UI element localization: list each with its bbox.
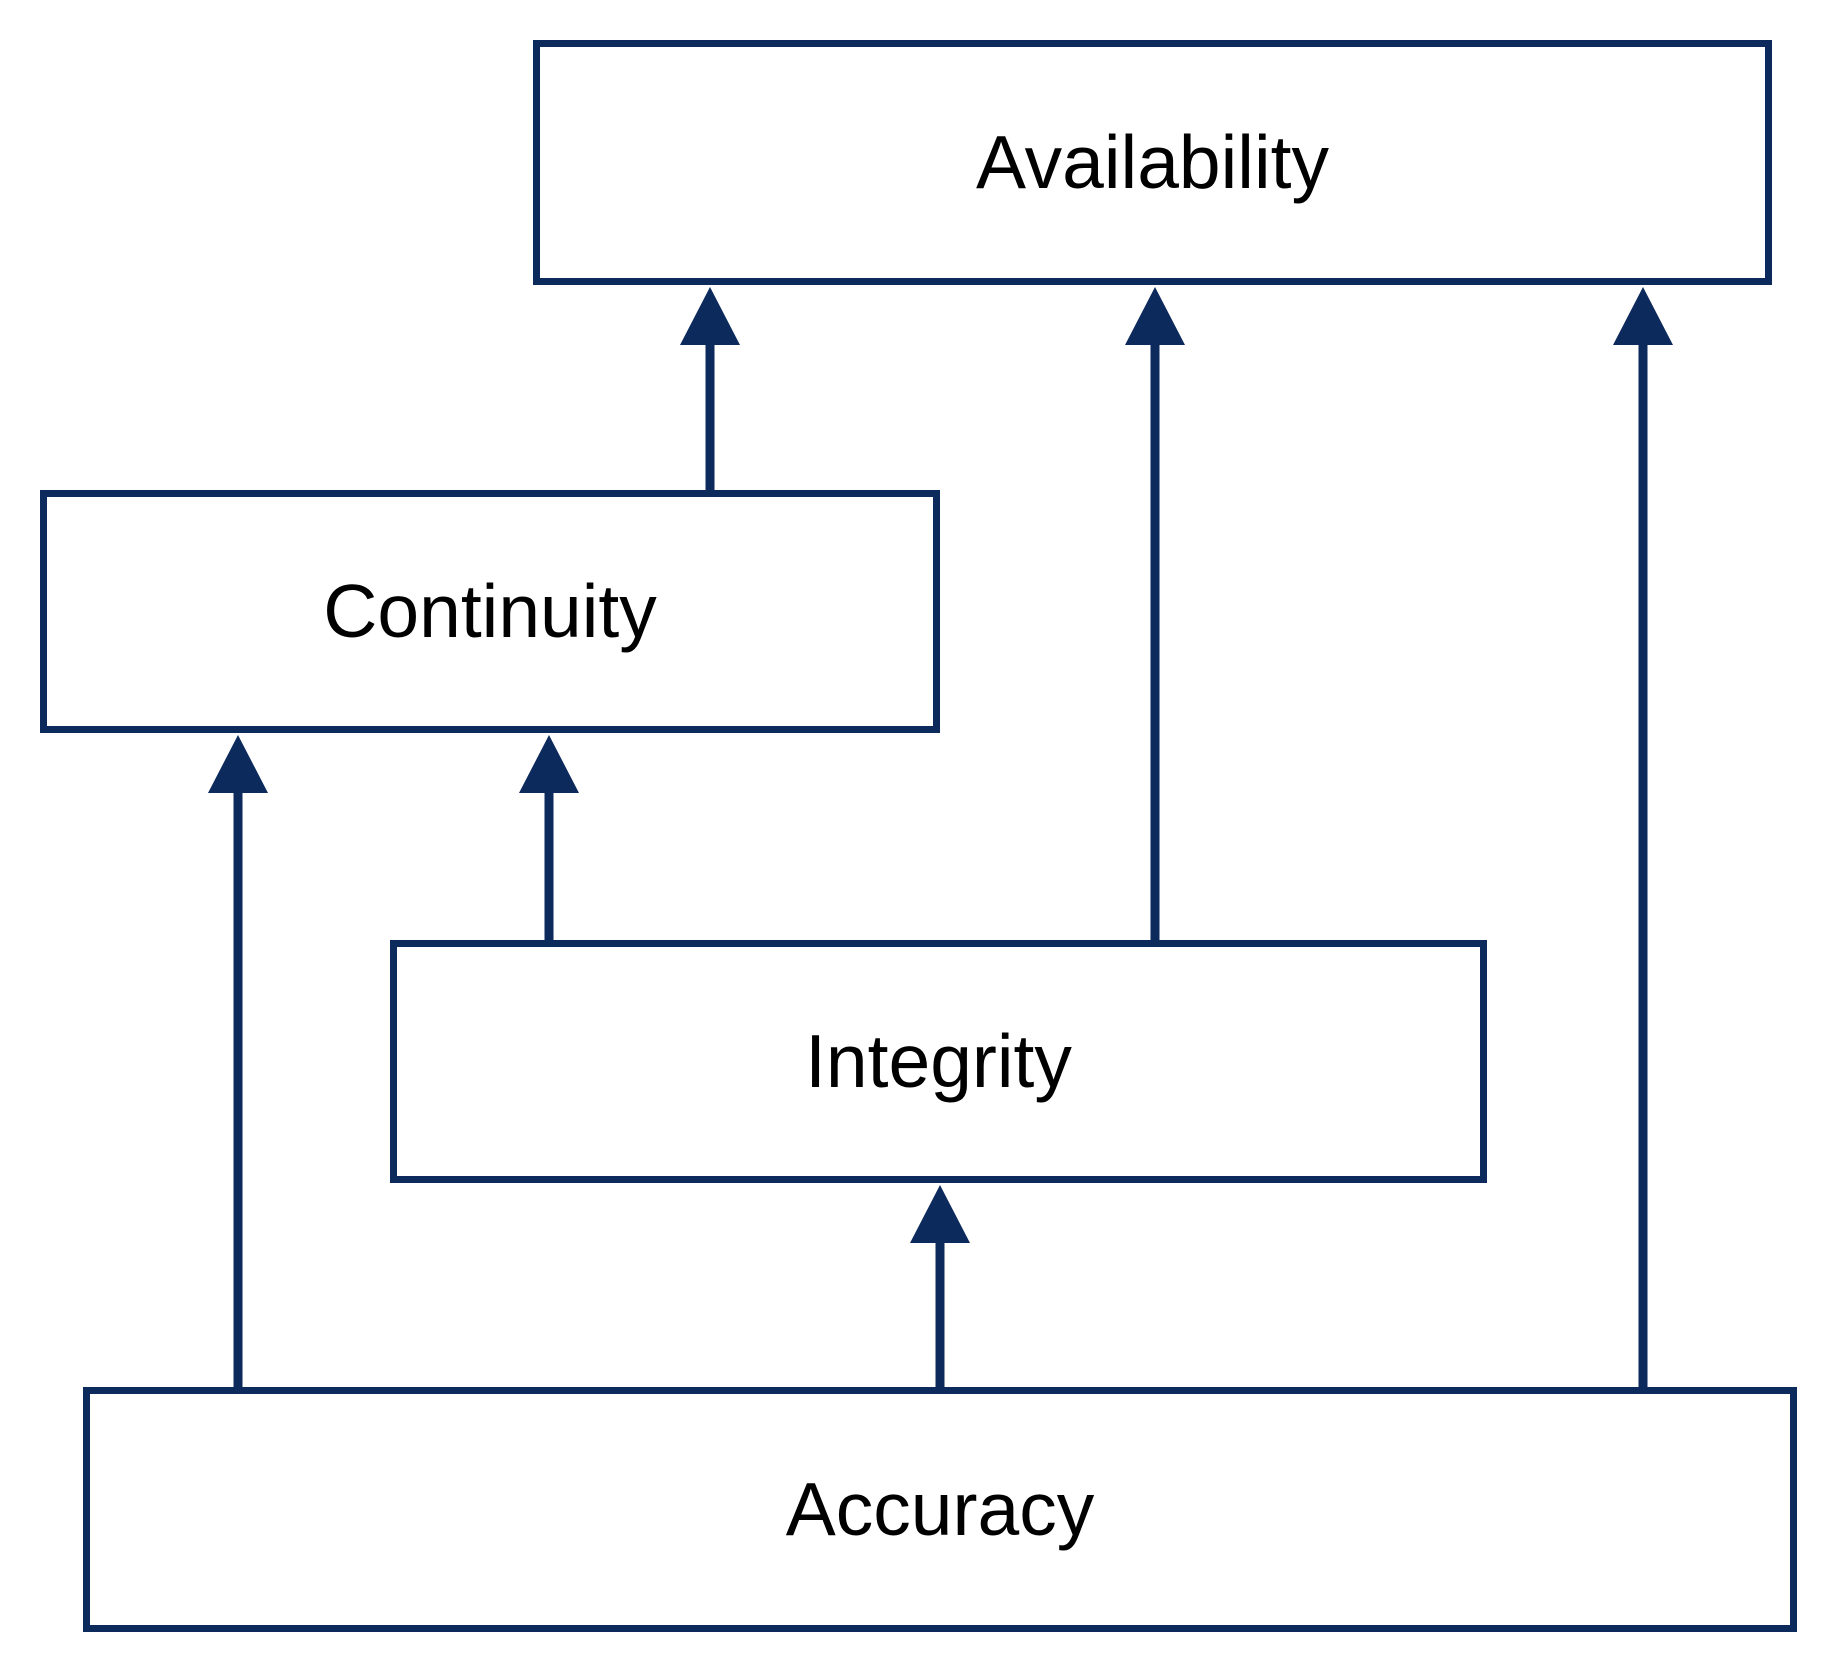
arrow-continuity-to-availability — [680, 287, 740, 490]
arrow-accuracy-to-availability — [1613, 287, 1673, 1387]
arrow-accuracy-to-continuity — [208, 735, 268, 1387]
node-integrity-label: Integrity — [805, 1019, 1072, 1103]
arrow-integrity-to-availability — [1125, 287, 1185, 940]
node-integrity: Integrity — [390, 940, 1487, 1183]
node-accuracy-label: Accuracy — [785, 1467, 1095, 1551]
arrow-accuracy-to-integrity — [910, 1185, 970, 1387]
node-continuity: Continuity — [40, 490, 940, 733]
node-accuracy: Accuracy — [83, 1387, 1797, 1632]
node-continuity-label: Continuity — [323, 569, 657, 653]
arrow-integrity-to-continuity — [519, 735, 579, 940]
node-availability: Availability — [533, 40, 1772, 285]
node-availability-label: Availability — [976, 120, 1329, 204]
